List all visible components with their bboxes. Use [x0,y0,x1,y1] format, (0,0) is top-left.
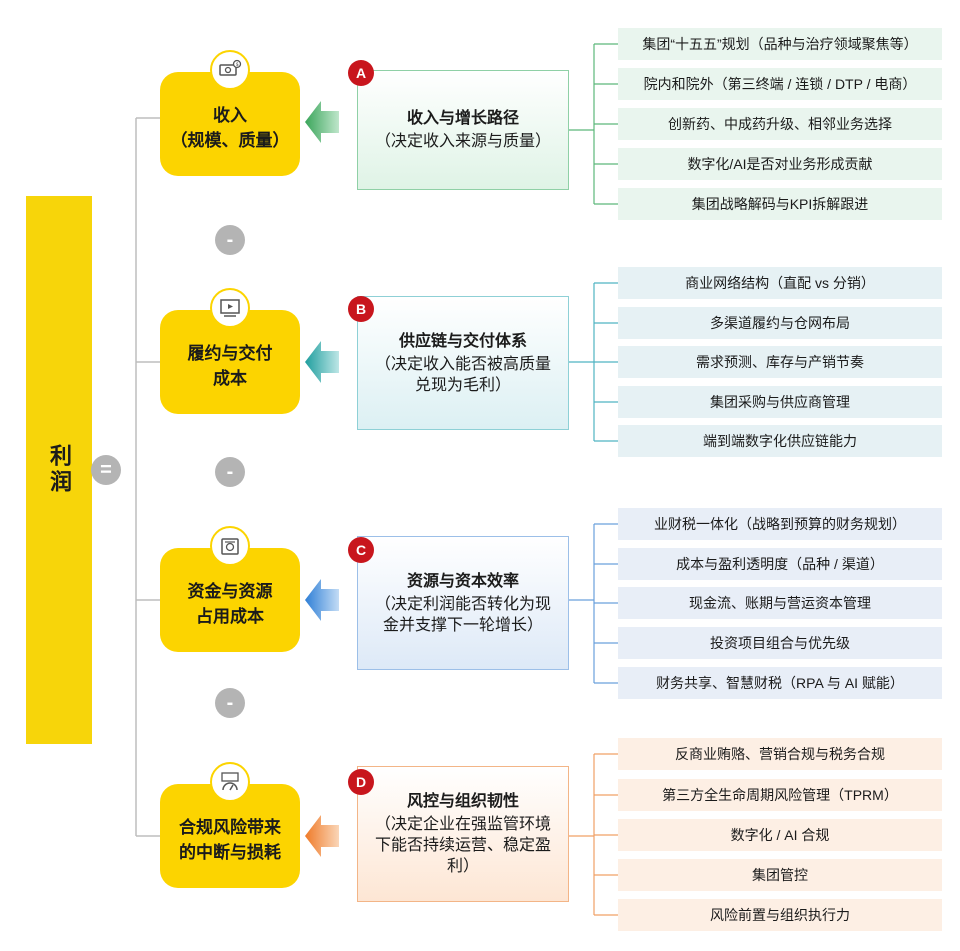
list-item: 反商业贿赂、营销合规与税务合规 [618,738,942,770]
root-node-profit: 利润 [26,196,92,744]
list-item: 院内和院外（第三终端 / 连锁 / DTP / 电商） [618,68,942,100]
list-item: 集团管控 [618,859,942,891]
equals-operator: = [91,455,121,485]
group-title: 收入与增长路径 [406,110,519,127]
list-item: 需求预测、库存与产销节奏 [618,346,942,378]
group-title: 资源与资本效率 [406,572,519,590]
group-a-revenue-growth: 收入与增长路径 （决定收入来源与质量） [357,70,569,190]
root-label: 利润 [47,444,72,496]
presentation-icon [210,288,250,328]
group-badge: C [348,537,374,563]
factor-label: 履约与交付 成本 [187,344,273,388]
factor-label: 资金与资源 占用成本 [187,582,273,626]
group-title: 供应链与交付体系 [398,332,527,350]
factor-label: 收入 （规模、质量） [170,106,290,150]
factor-label: 合规风险带来 的中断与损耗 [179,818,281,862]
list-item: 数字化/AI是否对业务形成贡献 [618,148,942,180]
list-item: 集团采购与供应商管理 [618,386,942,418]
list-item: 业财税一体化（战略到预算的财务规划） [618,508,942,540]
arrow-left-icon [305,579,339,621]
arrow-left-icon [305,101,339,143]
money-icon: $ [210,50,250,90]
list-item: 现金流、账期与营运资本管理 [618,587,942,619]
group-description: （决定企业在强监管环境下能否持续运营、稳定盈利） [374,816,551,875]
arrow-left-icon [305,341,339,383]
svg-text:$: $ [236,62,239,68]
list-item: 集团“十五五”规划（品种与治疗领域聚焦等） [618,28,942,60]
group-badge: B [348,296,374,322]
cash-register-icon [210,526,250,566]
group-d-risk-resilience: 风控与组织韧性 （决定企业在强监管环境下能否持续运营、稳定盈利） [357,766,569,902]
group-title: 风控与组织韧性 [406,793,519,810]
list-item: 多渠道履约与仓网布局 [618,307,942,339]
minus-operator: - [215,225,245,255]
factor-capital-cost: 资金与资源 占用成本 [160,548,300,652]
minus-operator: - [215,688,245,718]
list-item: 集团战略解码与KPI拆解跟进 [618,188,942,220]
gauge-chart-icon [210,762,250,802]
list-item: 成本与盈利透明度（品种 / 渠道） [618,548,942,580]
group-c-capital-efficiency: 资源与资本效率 （决定利润能否转化为现金并支撑下一轮增长） [357,536,569,670]
list-item: 第三方全生命周期风险管理（TPRM） [618,779,942,811]
factor-revenue: 收入 （规模、质量） [160,72,300,176]
group-description: （决定利润能否转化为现金并支撑下一轮增长） [374,595,551,634]
group-description: （决定收入能否被高质量兑现为毛利） [374,355,551,394]
group-description: （决定收入来源与质量） [374,133,551,150]
list-item: 投资项目组合与优先级 [618,627,942,659]
arrow-left-icon [305,815,339,857]
list-item: 财务共享、智慧财税（RPA 与 AI 赋能） [618,667,942,699]
list-item: 商业网络结构（直配 vs 分销） [618,267,942,299]
group-b-supply-chain: 供应链与交付体系 （决定收入能否被高质量兑现为毛利） [357,296,569,430]
group-badge: A [348,60,374,86]
minus-operator: - [215,457,245,487]
list-item: 风险前置与组织执行力 [618,899,942,931]
group-badge: D [348,769,374,795]
list-item: 数字化 / AI 合规 [618,819,942,851]
list-item: 创新药、中成药升级、相邻业务选择 [618,108,942,140]
list-item: 端到端数字化供应链能力 [618,425,942,457]
